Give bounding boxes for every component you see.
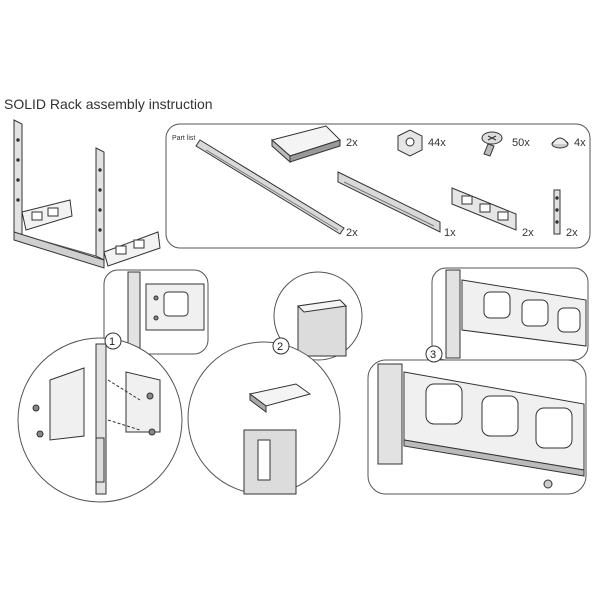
screw-icon	[481, 131, 503, 157]
end-cap-part	[270, 125, 341, 164]
connector-strip-qty: 2x	[566, 227, 578, 239]
nut-icon	[397, 129, 423, 157]
connector-strip-part	[553, 189, 561, 235]
step-2-badge	[272, 337, 290, 355]
nut-qty: 44x	[428, 137, 446, 149]
step-2-number: 2	[277, 341, 283, 353]
side-bracket-qty: 2x	[522, 227, 534, 239]
long-rail-part	[195, 139, 345, 235]
page-title: SOLID Rack assembly instruction	[4, 96, 213, 112]
assembled-rack	[13, 119, 161, 269]
step-3-detail: 3	[367, 267, 589, 495]
part-list-label: Part list	[172, 135, 195, 142]
step-1-number: 1	[109, 336, 115, 348]
foot-qty: 4x	[574, 137, 586, 149]
back-bar-qty: 1x	[444, 227, 456, 239]
long-rail-qty: 2x	[346, 227, 358, 239]
step-3-badge	[425, 345, 443, 363]
screw-qty: 50x	[512, 137, 530, 149]
step-2-detail: 2	[187, 271, 363, 495]
step-1-detail: 1	[17, 269, 209, 503]
part-list-panel: Part list 2x 2x 1x	[165, 123, 591, 249]
rubber-foot-icon	[551, 137, 569, 149]
step-3-number: 3	[430, 349, 436, 361]
step-1-badge	[104, 332, 122, 350]
side-bracket-part	[451, 187, 517, 231]
back-bar-part	[337, 171, 441, 233]
end-cap-qty: 2x	[346, 137, 358, 149]
